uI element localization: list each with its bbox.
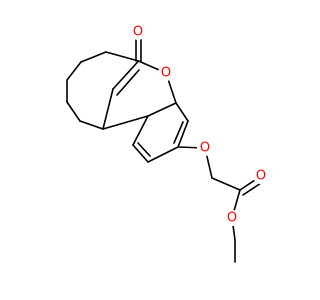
bond [102,88,114,130]
molecule-structure-diagram: O O O O O [66,24,269,263]
ester-oxygen-atom: O [224,210,240,226]
bond [211,177,241,191]
ester-oxygen-label: O [227,211,237,226]
bond [79,120,104,130]
bond [132,115,149,146]
bond [173,121,184,144]
bond [66,101,81,122]
bond [147,102,177,117]
bond [66,61,82,81]
ring-oxygen-atom: O [158,65,174,81]
bond [242,182,262,196]
bond [175,102,189,122]
atoms: O O O O O [130,24,269,226]
bond [132,144,149,163]
ester-carbonyl-oxygen-label: O [256,169,266,184]
carbonyl-oxygen-atom: O [130,24,146,40]
bond [112,60,140,90]
bond [177,120,189,148]
ring-oxygen-label: O [161,66,171,81]
bond [80,51,107,63]
ether-oxygen-label: O [200,141,210,156]
bond [147,146,179,163]
bond [102,115,149,130]
ester-carbonyl-oxygen-atom: O [253,168,269,184]
carbonyl-oxygen-label: O [133,25,143,40]
bond [116,69,140,96]
ether-oxygen-atom: O [197,140,213,156]
bond [137,142,151,157]
bond [105,51,140,62]
